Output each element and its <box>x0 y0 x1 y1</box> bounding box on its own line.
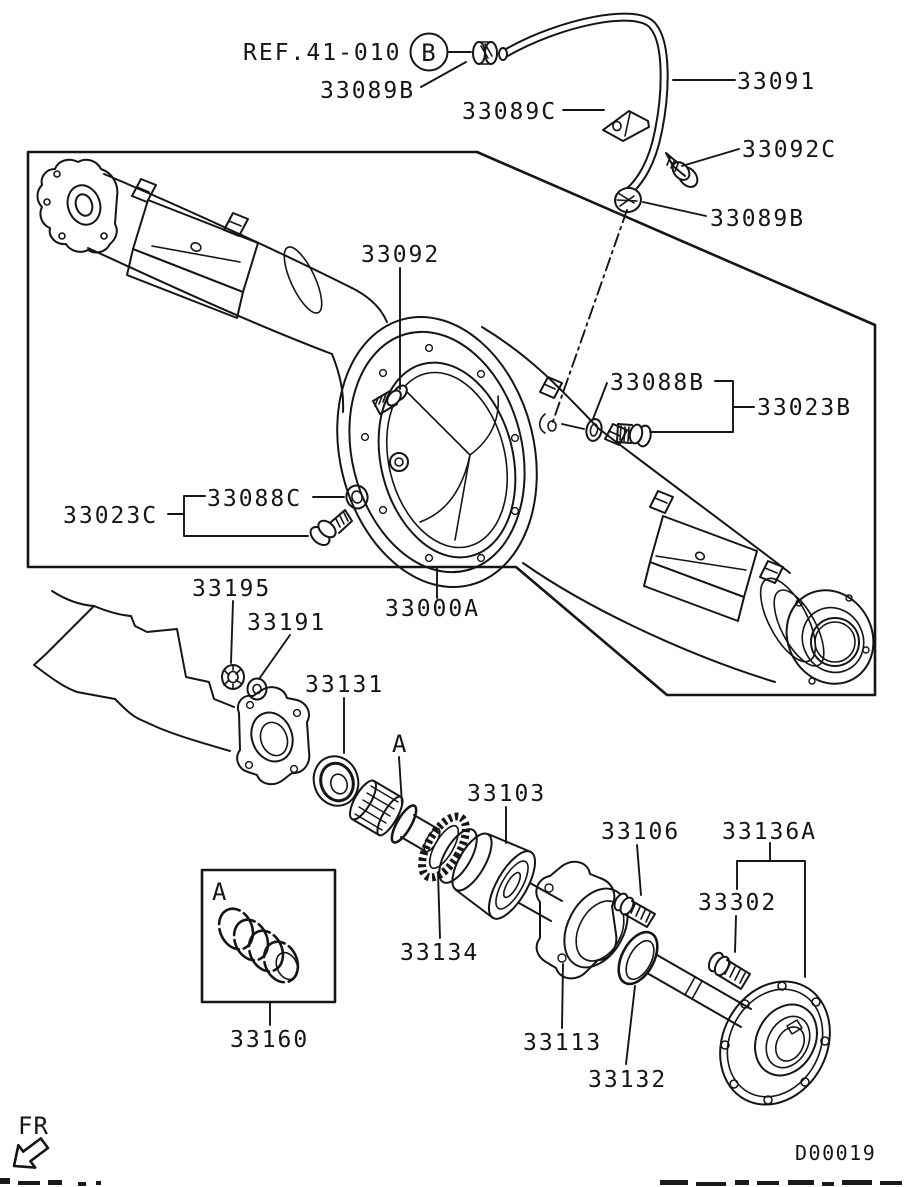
leader-33132 <box>625 985 636 1065</box>
ref-circle <box>409 32 449 72</box>
label-33134: 33134 <box>400 940 479 966</box>
fr-label: FR <box>18 1112 49 1140</box>
axle-housing-drawing <box>36 158 875 685</box>
bearing-case-33113-part <box>535 860 629 980</box>
fr-marker: FR <box>12 1112 50 1169</box>
label-33302: 33302 <box>698 890 777 916</box>
bolt-33092-part <box>372 384 408 415</box>
ref-callout: REF.41-010 B <box>243 32 472 72</box>
oil-seal-33131-part <box>312 755 360 807</box>
label-33023C: 33023C <box>63 503 158 529</box>
inset-box-letter: A <box>212 878 227 906</box>
bolt-33106-part <box>613 892 656 928</box>
label-33092C: 33092C <box>742 137 837 163</box>
leader-33191 <box>258 634 291 680</box>
breather-hose-core <box>503 14 667 195</box>
hose-clip <box>602 110 650 142</box>
housing-panel-border <box>26 150 877 697</box>
leader-33195 <box>230 600 234 664</box>
label-33088B: 33088B <box>610 370 705 396</box>
leader-33089B-top <box>420 61 467 88</box>
scan-artifacts <box>0 1178 902 1186</box>
label-33088C: 33088C <box>207 486 302 512</box>
hose-routing-dashdot <box>551 209 628 425</box>
ref-label: REF.41-010 <box>243 40 401 66</box>
axle-tube-cutaway-drawing <box>33 590 360 807</box>
bolt-33023B-part <box>616 423 652 448</box>
fr-arrow-icon <box>12 1137 50 1169</box>
hose-fitting <box>472 41 508 65</box>
bearing-33103-part <box>451 832 537 920</box>
label-33000A: 33000A <box>385 596 480 622</box>
label-33113: 33113 <box>523 1030 602 1056</box>
leader-33092C <box>681 148 740 167</box>
bracket-33136A <box>734 842 806 978</box>
leader-33106 <box>636 844 642 896</box>
diff-rim-bolt-holes <box>360 343 520 563</box>
leader-33088B <box>592 382 608 420</box>
leader-lines <box>167 61 806 1065</box>
spacer-33132-part <box>617 930 659 986</box>
snap-ring-set-part <box>217 907 300 984</box>
breather-hose-assembly <box>472 12 699 425</box>
bracket-33023C <box>167 495 309 537</box>
label-33103: 33103 <box>467 781 546 807</box>
label-33131: 33131 <box>305 672 384 698</box>
leader-33113 <box>561 963 564 1029</box>
washer-33191-part <box>246 677 268 701</box>
axle-shaft-assembly-drawing <box>349 779 831 1106</box>
doc-code: D00019 <box>795 1141 876 1165</box>
hose-grommet <box>614 186 642 214</box>
bolt-33092C-part <box>665 152 699 188</box>
bracket-33023B <box>649 380 755 433</box>
label-33089B-right: 33089B <box>710 206 805 232</box>
label-33106: 33106 <box>601 819 680 845</box>
label-33136A: 33136A <box>722 819 817 845</box>
label-33191: 33191 <box>247 610 326 636</box>
label-33089C: 33089C <box>462 99 557 125</box>
tone-gear-33134-part <box>418 812 478 884</box>
washer-33088C-part <box>345 484 369 510</box>
bolt-33023C-part <box>309 509 353 547</box>
label-33160: 33160 <box>230 1027 309 1053</box>
inset-box-33160: A <box>200 868 337 1004</box>
leader-shaft-A <box>398 756 403 805</box>
leader-33134 <box>437 872 441 939</box>
label-33132: 33132 <box>588 1067 667 1093</box>
nut-33195-part <box>221 664 245 690</box>
shaft-snap-ring-part <box>390 804 418 844</box>
leader-33089B-right <box>642 201 707 217</box>
label-33091: 33091 <box>737 69 816 95</box>
label-33092: 33092 <box>361 242 440 268</box>
label-shaft-A: A <box>392 730 407 758</box>
part-labels: 33089B 33089C 33091 33092C 33089B 33092 … <box>63 69 852 1093</box>
wheel-hub-part <box>719 980 831 1106</box>
label-33089B-top: 33089B <box>320 78 415 104</box>
stud-33302-part <box>707 951 751 990</box>
leader-33088B-washer <box>561 423 585 430</box>
label-33195: 33195 <box>192 576 271 602</box>
washer-33088B-part <box>585 418 603 442</box>
ref-circle-letter: B <box>421 39 436 67</box>
label-33023B: 33023B <box>757 395 852 421</box>
